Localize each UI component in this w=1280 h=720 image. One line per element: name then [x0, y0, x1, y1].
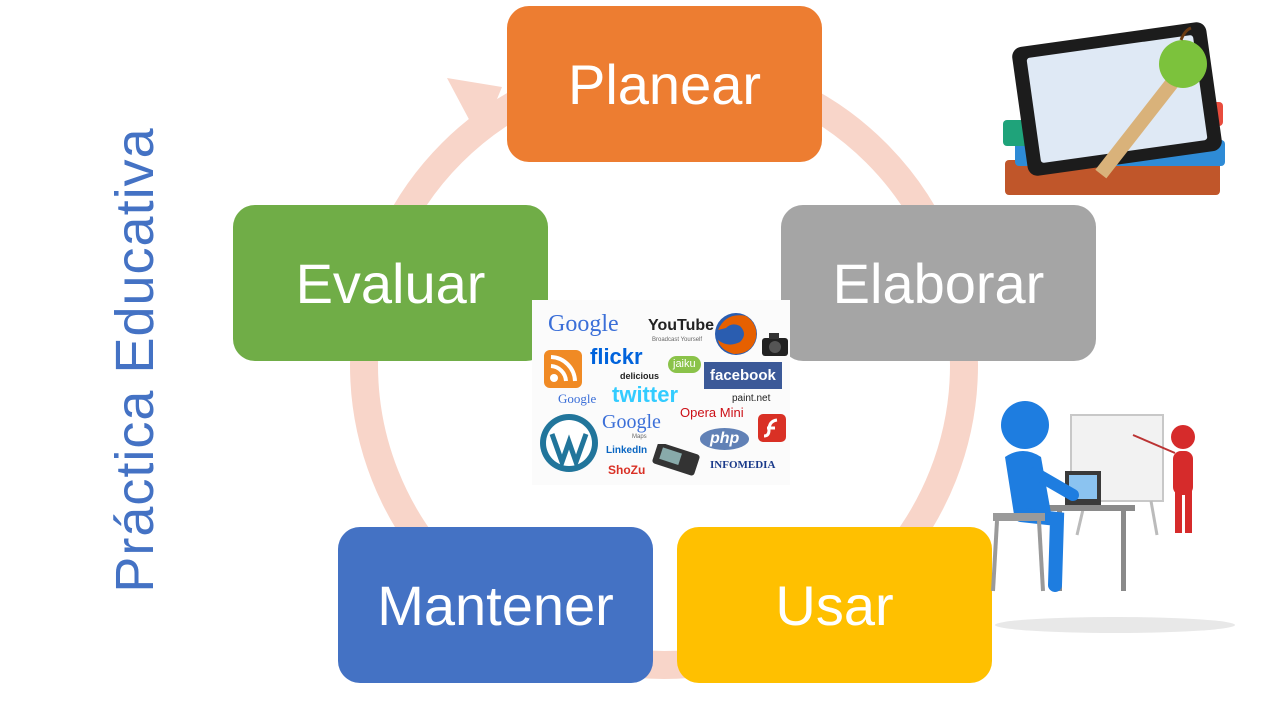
- apple-icon: [1159, 40, 1207, 88]
- firefox-icon: [715, 313, 757, 355]
- step-planear: Planear: [507, 6, 822, 162]
- google-maps-sub: Maps: [632, 434, 647, 440]
- google-logo-small: Google: [558, 391, 597, 406]
- paintnet-logo: paint.net: [732, 393, 771, 404]
- step-elaborar: Elaborar: [781, 205, 1096, 361]
- google-logo: Google: [548, 311, 619, 337]
- wordpress-icon: [540, 414, 598, 472]
- jaiku-logo: jaiku: [668, 356, 701, 373]
- page-title: Práctica Educativa: [105, 127, 165, 593]
- youtube-tagline: Broadcast Yourself: [652, 337, 703, 343]
- step-usar: Usar: [677, 527, 992, 683]
- delicious-logo: delicious: [620, 371, 660, 381]
- facebook-logo: facebook: [704, 362, 782, 389]
- rss-icon: [544, 350, 582, 388]
- books-tablet-illustration: [1003, 22, 1225, 195]
- step-mantener: Mantener: [338, 527, 653, 683]
- youtube-logo: YouTube: [648, 317, 715, 334]
- phone-icon: [652, 444, 700, 476]
- classroom-illustration: [991, 401, 1235, 633]
- twitter-logo: twitter: [612, 382, 678, 407]
- opera-mini-logo: Opera Mini: [680, 405, 744, 420]
- infomedia-logo: INFOMEDIA: [710, 459, 776, 471]
- flickr-logo: flickr: [590, 344, 643, 369]
- camera-icon: [762, 333, 788, 356]
- google-maps-logo: Google: [602, 411, 661, 433]
- linkedin-logo: LinkedIn: [606, 445, 648, 456]
- shozu-logo: ShoZu: [608, 463, 646, 477]
- step-evaluar: Evaluar: [233, 205, 548, 361]
- arrowhead-icon: [447, 78, 502, 140]
- flash-icon: [758, 414, 786, 442]
- php-logo: php: [700, 428, 750, 450]
- web-tools-collage: Google YouTube Broadcast Yourself flickr…: [532, 300, 790, 485]
